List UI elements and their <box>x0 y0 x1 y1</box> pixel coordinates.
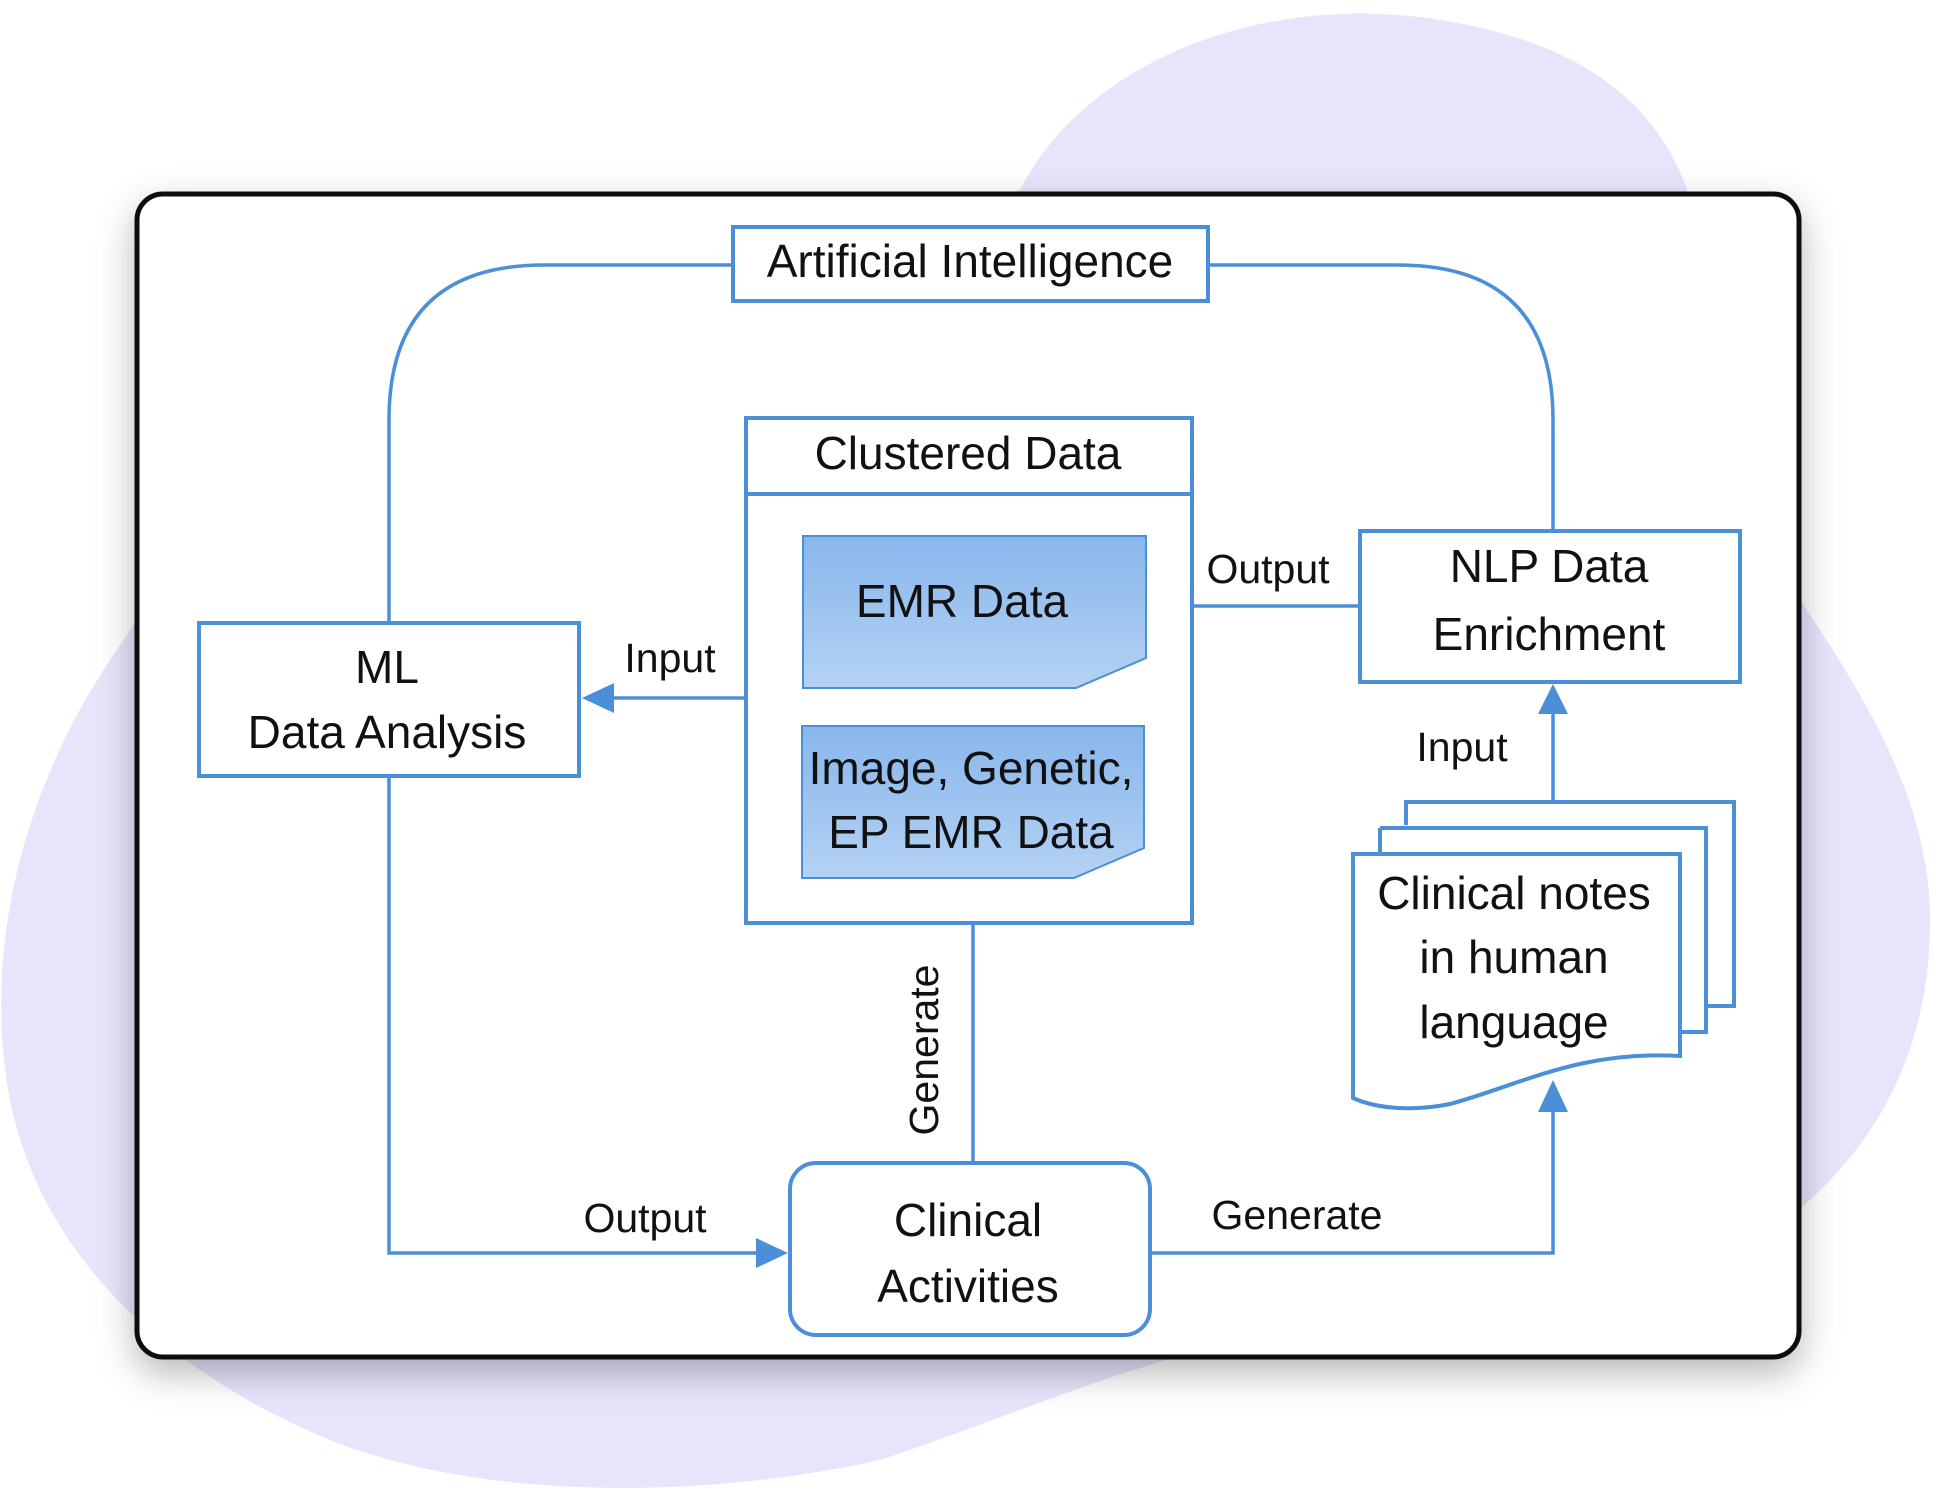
arrowhead-activities <box>756 1238 788 1268</box>
clinical-activities-label-line2: Activities <box>877 1260 1058 1312</box>
arrowhead-nlp <box>1538 684 1568 714</box>
connector-ml-to-ai <box>387 263 733 623</box>
connector-ai-to-nlp <box>1208 263 1555 531</box>
ml-label-line2: Data Analysis <box>248 706 527 758</box>
image-genetic-label-line1: Image, Genetic, <box>809 742 1134 794</box>
edge-label-activities-to-image: Generate <box>901 965 947 1136</box>
connectors <box>387 263 1555 1255</box>
clinical-notes-label-line3: language <box>1419 996 1608 1048</box>
emr-data-box <box>802 535 1147 689</box>
nlp-label-line2: Enrichment <box>1433 608 1666 660</box>
edge-label-ml-to-activities: Output <box>583 1195 707 1241</box>
ml-label-line1: ML <box>355 641 419 693</box>
ai-label: Artificial Intelligence <box>767 235 1174 287</box>
edge-label-notes-to-nlp: Input <box>1416 724 1508 770</box>
clinical-activities-box <box>788 1161 1152 1337</box>
edge-label-activities-to-notes: Generate <box>1212 1192 1383 1238</box>
connector-activities-to-notes <box>1150 1108 1555 1255</box>
connector-ml-to-activities <box>387 776 758 1255</box>
image-genetic-box <box>801 725 1145 879</box>
arrowhead-ml <box>582 683 614 713</box>
clustered-data-label: Clustered Data <box>815 427 1122 479</box>
clinical-notes-stack <box>1351 800 1736 1111</box>
nlp-box <box>1358 529 1742 684</box>
image-genetic-label-line2: EP EMR Data <box>828 806 1114 858</box>
clinical-activities-label-line1: Clinical <box>894 1194 1042 1246</box>
clinical-notes-page-front <box>1351 852 1682 1111</box>
clinical-notes-label-line2: in human <box>1419 931 1608 983</box>
ml-box <box>197 621 581 778</box>
ai-box <box>731 225 1210 303</box>
arrowhead-notes <box>1538 1080 1568 1112</box>
edge-label-nlp-to-emr: Output <box>1206 546 1330 592</box>
clinical-notes-label-line1: Clinical notes <box>1377 867 1651 919</box>
emr-data-label: EMR Data <box>856 575 1069 627</box>
edge-label-clustered-to-ml: Input <box>624 635 716 681</box>
nlp-label-line1: NLP Data <box>1450 540 1649 592</box>
